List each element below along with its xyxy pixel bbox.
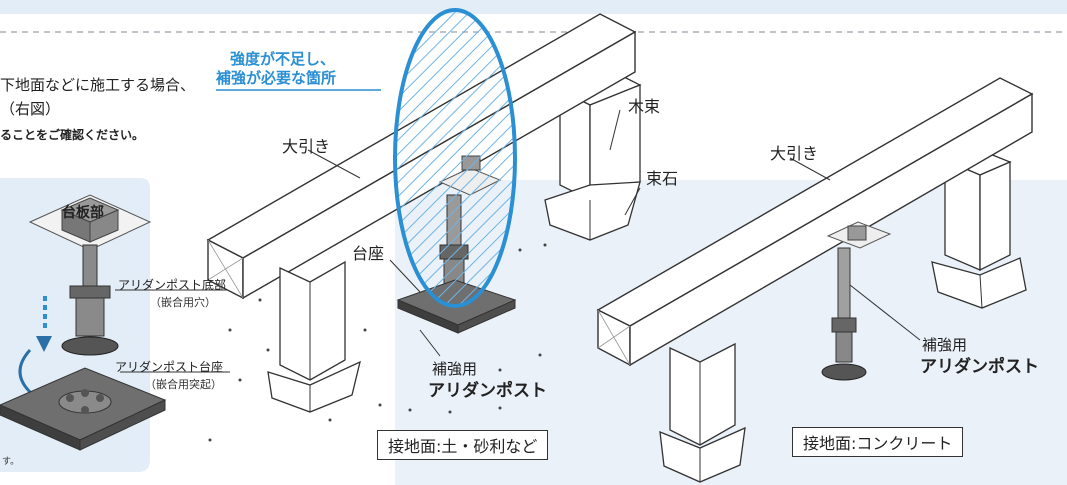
right-diagram <box>596 77 1034 483</box>
callout-line-2: 補強が必要な箇所 <box>216 69 337 87</box>
left-panel-drawing <box>0 194 230 451</box>
callout-underline <box>216 89 381 91</box>
center-beam-label: 大引き <box>282 137 331 156</box>
note-line-3: ることをご確認ください。 <box>0 128 145 142</box>
footnote: す。 <box>2 457 20 467</box>
right-reinforce-label-2: アリダンポスト <box>920 357 1039 377</box>
center-ground-label: 接地面:土・砂利など <box>377 430 549 460</box>
right-beam-label: 大引き <box>770 144 819 163</box>
callout-line-1: 強度が不足し、 <box>230 50 336 68</box>
center-base-label: 台座 <box>352 244 385 263</box>
center-post-label: 木束 <box>628 97 661 116</box>
right-reinforce-label-1: 補強用 <box>922 336 968 354</box>
center-diagram <box>206 8 642 442</box>
right-ground-label: 接地面:コンクリート <box>792 427 964 457</box>
center-reinforce-label-2: アリダンポスト <box>428 381 547 401</box>
post-bottom-label: アリダンポスト底部 <box>118 278 227 292</box>
center-reinforce-label-1: 補強用 <box>432 360 478 378</box>
top-band <box>0 0 1067 14</box>
right-panel-bg <box>395 180 1067 485</box>
center-stone-label: 束石 <box>646 169 679 188</box>
post-bottom-sub: （嵌合用穴） <box>150 296 216 309</box>
post-base-sub: （嵌合用突起） <box>145 378 222 391</box>
note-line-2: （右図） <box>0 100 61 118</box>
note-line-1: 下地面などに施工する場合、 <box>0 76 196 94</box>
post-base-label: アリダンポスト台座 <box>115 360 224 374</box>
plate-label: 台板部 <box>62 205 104 221</box>
